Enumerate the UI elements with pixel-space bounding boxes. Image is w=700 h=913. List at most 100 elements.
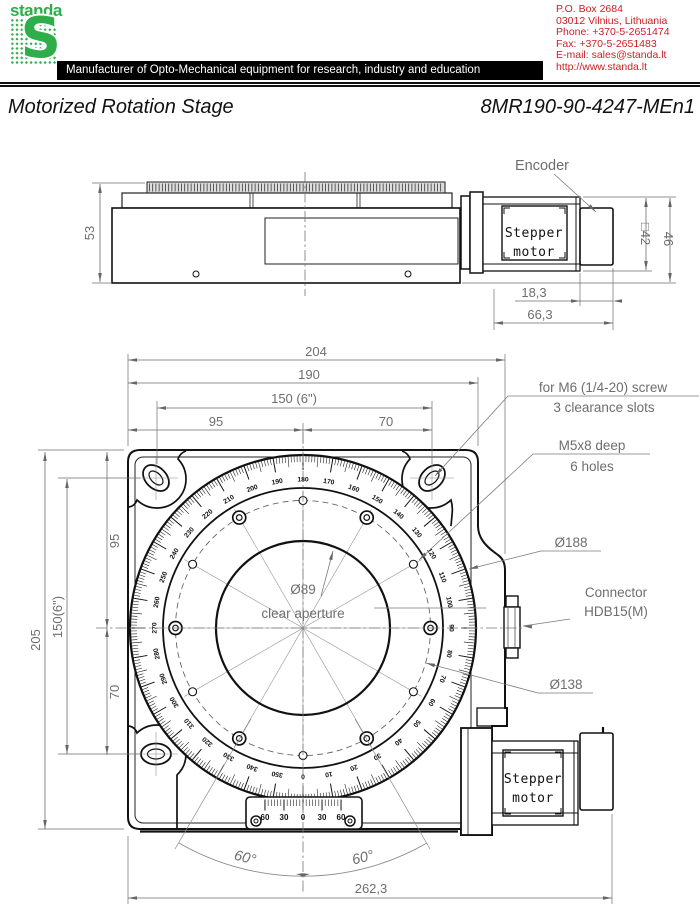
- stepper-motor-label: Stepper: [505, 226, 563, 241]
- vernier-label: 30: [280, 813, 289, 822]
- dim-190: 190: [298, 367, 320, 382]
- page-title: Motorized Rotation Stage: [8, 96, 234, 118]
- dial-degree-label: 110: [437, 571, 447, 584]
- connector-label: Connector: [585, 585, 648, 600]
- side-view: Stepper motor Encoder 53 □42 46 18,3 66,…: [82, 158, 676, 322]
- dial-degree-label: 160: [347, 484, 360, 495]
- rotating-platform-side: [121, 192, 453, 209]
- dial-degree-label: 30: [372, 751, 382, 761]
- body-hole: [192, 270, 200, 278]
- motor-flange-side: [460, 195, 471, 270]
- header-divider: [0, 82, 700, 87]
- dim-262-3: 262,3: [355, 881, 388, 896]
- dial-degree-label: 120: [425, 547, 437, 561]
- leader-lines: [320, 173, 699, 694]
- dial-degree-label: 290: [159, 672, 170, 685]
- motor-label-frame: [502, 749, 564, 817]
- stage-body-side: [111, 207, 461, 284]
- dim-66-3: 66,3: [527, 307, 552, 322]
- dial-knurl-band: [146, 181, 446, 194]
- standa-logo-s-glyph: S: [20, 6, 61, 71]
- dim-95v: 95: [107, 534, 122, 548]
- motor-pad: [476, 707, 508, 727]
- slot-centermarks: [134, 456, 454, 776]
- vernier-plate: [245, 796, 363, 830]
- stepper-motor-label: motor: [512, 791, 554, 806]
- contact-phone: Phone: +370-5-2651474: [556, 26, 670, 38]
- dial-ticks: [130, 455, 476, 801]
- dial-degree-label: 60: [426, 697, 436, 707]
- dial-degree-label: 50: [411, 718, 421, 728]
- d188-label: Ø188: [554, 535, 587, 550]
- body-hole: [404, 270, 412, 278]
- standa-logo-wordmark: standa: [10, 1, 62, 20]
- dial-degree-label: 350: [271, 769, 284, 778]
- dimension-arrows: [43, 184, 672, 900]
- encoder-side: [579, 207, 614, 266]
- dial-degree-label: 280: [153, 647, 162, 660]
- motor-flange-plan: [460, 727, 493, 836]
- dial-degree-label: 300: [169, 695, 181, 709]
- dial-degree-label: 260: [153, 596, 162, 609]
- stepper-motor-label: motor: [513, 245, 555, 260]
- contact-block: P.O. Box 2684 03012 Vilnius, Lithuania P…: [556, 3, 670, 73]
- model-number: 8MR190-90-4247-MEn1: [480, 96, 695, 118]
- standa-logo-mark: S: [10, 6, 61, 71]
- dim-205: 205: [28, 629, 43, 651]
- dial-degree-label: 340: [246, 762, 259, 773]
- dial-degree-label: 210: [222, 494, 236, 506]
- extension-lines: [38, 182, 676, 904]
- dim-angle-left: 60°: [232, 848, 257, 869]
- d138-label: Ø138: [549, 677, 582, 692]
- dial-degree-label: 20: [349, 762, 359, 771]
- dial-degree-label: 170: [323, 478, 336, 487]
- dial-degree-label: 100: [444, 596, 453, 609]
- m6-label: 3 clearance slots: [553, 400, 655, 415]
- dim-150v: 150(6"): [50, 596, 65, 638]
- dial-degree-label: 80: [445, 649, 453, 658]
- contact-po-box: P.O. Box 2684: [556, 3, 623, 15]
- vernier-label: 60: [337, 813, 346, 822]
- dimension-lines: [44, 184, 671, 899]
- dial-degree-label: 0: [301, 773, 305, 780]
- centerlines: [96, 432, 524, 893]
- encoder-label: Encoder: [515, 158, 569, 174]
- m6-label: for M6 (1/4-20) screw: [539, 380, 668, 395]
- stage-body-recess: [264, 217, 459, 265]
- contact-url[interactable]: http://www.standa.lt: [556, 60, 648, 73]
- dim-53: 53: [82, 226, 97, 240]
- contact-email[interactable]: E-mail: sales@standa.lt: [556, 49, 667, 61]
- motor-flange-side: [469, 191, 484, 274]
- dial-degree-label: 40: [393, 736, 403, 746]
- contact-city: 03012 Vilnius, Lithuania: [556, 14, 668, 27]
- dial-degree-label: 250: [159, 571, 170, 584]
- contact-fax: Fax: +370-5-2651483: [556, 37, 657, 50]
- dim-angle-right: 60°: [350, 848, 375, 869]
- dial-degree-label: 70: [437, 674, 446, 684]
- dial-degree-label: 190: [271, 478, 284, 487]
- dim-42: □42: [638, 223, 653, 245]
- dim-95: 95: [209, 414, 223, 429]
- dim-46: 46: [661, 232, 676, 246]
- m5-label: 6 holes: [570, 459, 614, 474]
- dim-150: 150 (6"): [271, 391, 317, 406]
- company-tagline: Manufacturer of Opto-Mechanical equipmen…: [57, 61, 543, 80]
- corner-ear: [128, 450, 187, 509]
- hdb15-connector: [503, 595, 521, 659]
- vernier-label: 30: [318, 813, 327, 822]
- vernier-screws: [250, 815, 356, 827]
- dim-70v: 70: [107, 685, 122, 699]
- dial-degree-label: 10: [324, 770, 333, 778]
- stepper-motor-label: Stepper: [504, 772, 562, 787]
- connector-label: HDB15(M): [584, 604, 648, 619]
- dim-70: 70: [379, 414, 393, 429]
- motor-label-frame: [501, 205, 568, 261]
- dim-18-3: 18,3: [521, 285, 546, 300]
- knurl-ticks: [149, 183, 442, 192]
- dial-degree-label: 150: [370, 494, 384, 506]
- m5-label: M5x8 deep: [559, 438, 626, 453]
- dial-degree-label: 200: [246, 484, 259, 495]
